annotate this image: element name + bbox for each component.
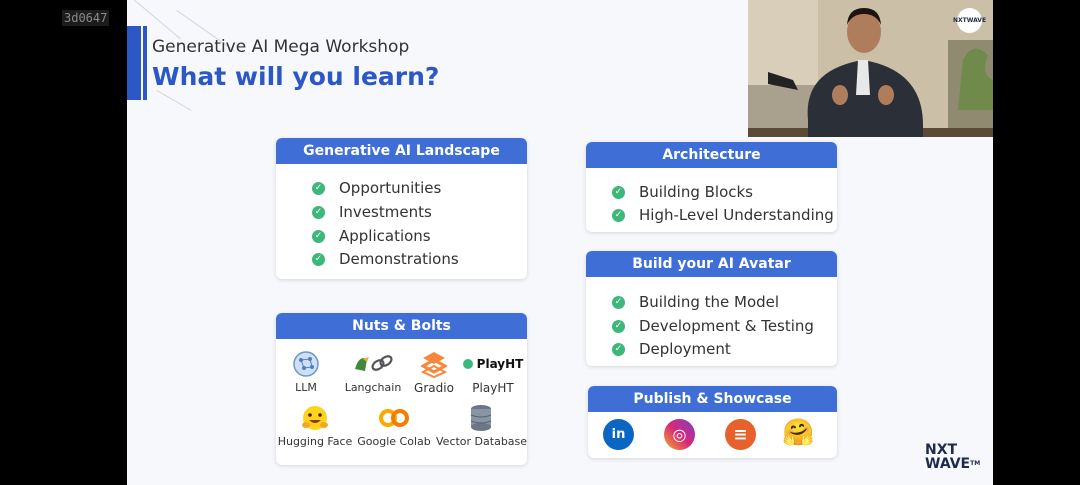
nuts-bolts-card: Nuts & Bolts LLM Langchain Gradio (276, 313, 527, 465)
playht-icon: PlayHT (448, 349, 527, 379)
gradio-icon (389, 349, 479, 379)
brain-network-icon (276, 349, 351, 379)
check-icon: ✓ (612, 208, 625, 222)
avatar-card: Build your AI Avatar ✓Building the Model… (586, 251, 837, 366)
title-accent-bar (127, 26, 141, 100)
parrot-chain-icon (328, 349, 418, 379)
check-icon: ✓ (612, 295, 625, 309)
check-icon: ✓ (312, 205, 325, 219)
check-icon: ✓ (612, 319, 625, 333)
architecture-card: Architecture ✓Building Blocks ✓High-Leve… (586, 142, 837, 232)
list-item: ✓Opportunities (312, 179, 441, 197)
instagram-icon: ◎ (664, 419, 695, 450)
landscape-card: Generative AI Landscape ✓Opportunities ✓… (276, 138, 527, 279)
check-icon: ✓ (312, 252, 325, 266)
linkedin-icon: in (603, 419, 634, 450)
tool-gradio: Gradio (389, 349, 479, 395)
decorative-line (134, 0, 181, 40)
list-item: ✓Building Blocks (612, 183, 753, 201)
tool-google-colab: Google Colab (349, 403, 439, 448)
list-item: ✓Applications (312, 227, 431, 245)
workshop-subtitle: Generative AI Mega Workshop (152, 37, 410, 57)
avatar-card-title: Build your AI Avatar (586, 251, 837, 277)
tool-vector-database: Vector Database (436, 403, 527, 448)
decorative-line (156, 90, 192, 111)
publish-card-title: Publish & Showcase (588, 386, 837, 412)
landscape-card-title: Generative AI Landscape (276, 138, 527, 164)
list-item: ✓Demonstrations (312, 250, 459, 268)
title-accent-bar-thin (143, 26, 147, 100)
nxtwave-logo: NXT WAVETM (925, 442, 981, 472)
publish-card: Publish & Showcase in ◎ ≡ 🤗 (588, 386, 837, 458)
resume-icon: ≡ (725, 419, 756, 450)
list-item: ✓Investments (312, 203, 432, 221)
colab-icon (349, 403, 439, 433)
check-icon: ✓ (312, 229, 325, 243)
list-item: ✓Development & Testing (612, 317, 814, 335)
check-icon: ✓ (612, 185, 625, 199)
hugging-face-icon (276, 403, 360, 433)
tool-hugging-face: Hugging Face (276, 403, 360, 448)
slide-headline: What will you learn? (152, 62, 440, 91)
check-icon: ✓ (312, 181, 325, 195)
tool-playht: PlayHT PlayHT (448, 349, 527, 395)
nuts-bolts-card-title: Nuts & Bolts (276, 313, 527, 339)
architecture-card-title: Architecture (586, 142, 837, 168)
list-item: ✓Deployment (612, 340, 731, 358)
database-icon (436, 403, 526, 433)
hugging-face-icon: 🤗 (782, 417, 815, 448)
overlay-id-label: 3d0647 (62, 10, 110, 26)
check-icon: ✓ (612, 342, 625, 356)
tool-langchain: Langchain (328, 349, 418, 394)
list-item: ✓Building the Model (612, 293, 779, 311)
tool-llm: LLM (276, 349, 351, 394)
list-item: ✓High-Level Understanding (612, 206, 834, 224)
